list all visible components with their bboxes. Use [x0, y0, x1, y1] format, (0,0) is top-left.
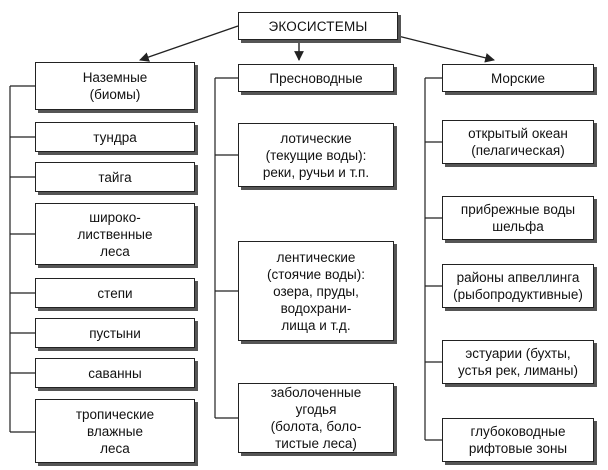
terrestrial-item-broadleaf-forest: широко- лиственные леса: [35, 203, 195, 265]
marine-item-deep-rift: глубоководные рифтовые зоны: [442, 418, 594, 462]
item-label: тундра: [93, 129, 137, 145]
item-label: эстуарии (бухты, устья рек, лиманы): [458, 346, 578, 378]
category-freshwater-label: Пресноводные: [269, 70, 363, 86]
marine-bracket-ticks: [425, 77, 442, 441]
freshwater-item-lentic: лентические (стоячие воды): озера, пруды…: [238, 241, 394, 341]
terrestrial-item-taiga: тайга: [35, 162, 195, 192]
item-label: открытый океан (пелагическая): [468, 126, 568, 158]
freshwater-bracket-ticks: [215, 77, 238, 419]
category-marine: Морские: [442, 64, 594, 92]
arrow-to-marine: [397, 35, 495, 63]
category-freshwater: Пресноводные: [238, 64, 394, 92]
marine-item-coastal-shelf: прибрежные воды шельфа: [442, 196, 594, 240]
item-label: заболоченные угодья (болота, боло- тисты…: [270, 385, 362, 451]
root-node: ЭКОСИСТЕМЫ: [238, 12, 398, 40]
freshwater-item-wetlands: заболоченные угодья (болота, боло- тисты…: [238, 383, 394, 453]
item-label: лотические (текущие воды): реки, ручьи и…: [262, 130, 370, 180]
item-label: пустыни: [89, 325, 141, 341]
freshwater-item-lotic: лотические (текущие воды): реки, ручьи и…: [238, 123, 394, 187]
item-label: саванны: [88, 365, 142, 381]
category-terrestrial: Наземные (биомы): [35, 62, 195, 110]
item-label: тайга: [98, 169, 132, 185]
item-label: тропические влажные леса: [75, 406, 155, 456]
terrestrial-item-tropical-rainforest: тропические влажные леса: [35, 399, 195, 463]
terrestrial-item-savanna: саванны: [35, 358, 195, 388]
terrestrial-item-tundra: тундра: [35, 122, 195, 152]
terrestrial-bracket-ticks: [10, 85, 35, 433]
item-label: глубоководные рифтовые зоны: [468, 424, 568, 456]
marine-item-upwelling: районы апвеллинга (рыбопродуктивные): [442, 264, 594, 308]
terrestrial-item-desert: пустыни: [35, 318, 195, 348]
marine-item-estuaries: эстуарии (бухты, устья рек, лиманы): [442, 340, 594, 384]
root-title: ЭКОСИСТЕМЫ: [268, 18, 368, 34]
category-marine-label: Морские: [490, 70, 546, 86]
item-label: степи: [97, 285, 133, 301]
item-label: лентические (стоячие воды): озера, пруды…: [267, 249, 365, 333]
item-label: широко- лиственные леса: [77, 209, 153, 259]
item-label: прибрежные воды шельфа: [460, 202, 576, 234]
terrestrial-item-steppe: степи: [35, 278, 195, 308]
category-terrestrial-label: Наземные (биомы): [82, 70, 148, 102]
arrow-to-terrestrial: [139, 25, 239, 62]
marine-item-open-ocean: открытый океан (пелагическая): [442, 120, 594, 164]
item-label: районы апвеллинга (рыбопродуктивные): [453, 270, 583, 302]
